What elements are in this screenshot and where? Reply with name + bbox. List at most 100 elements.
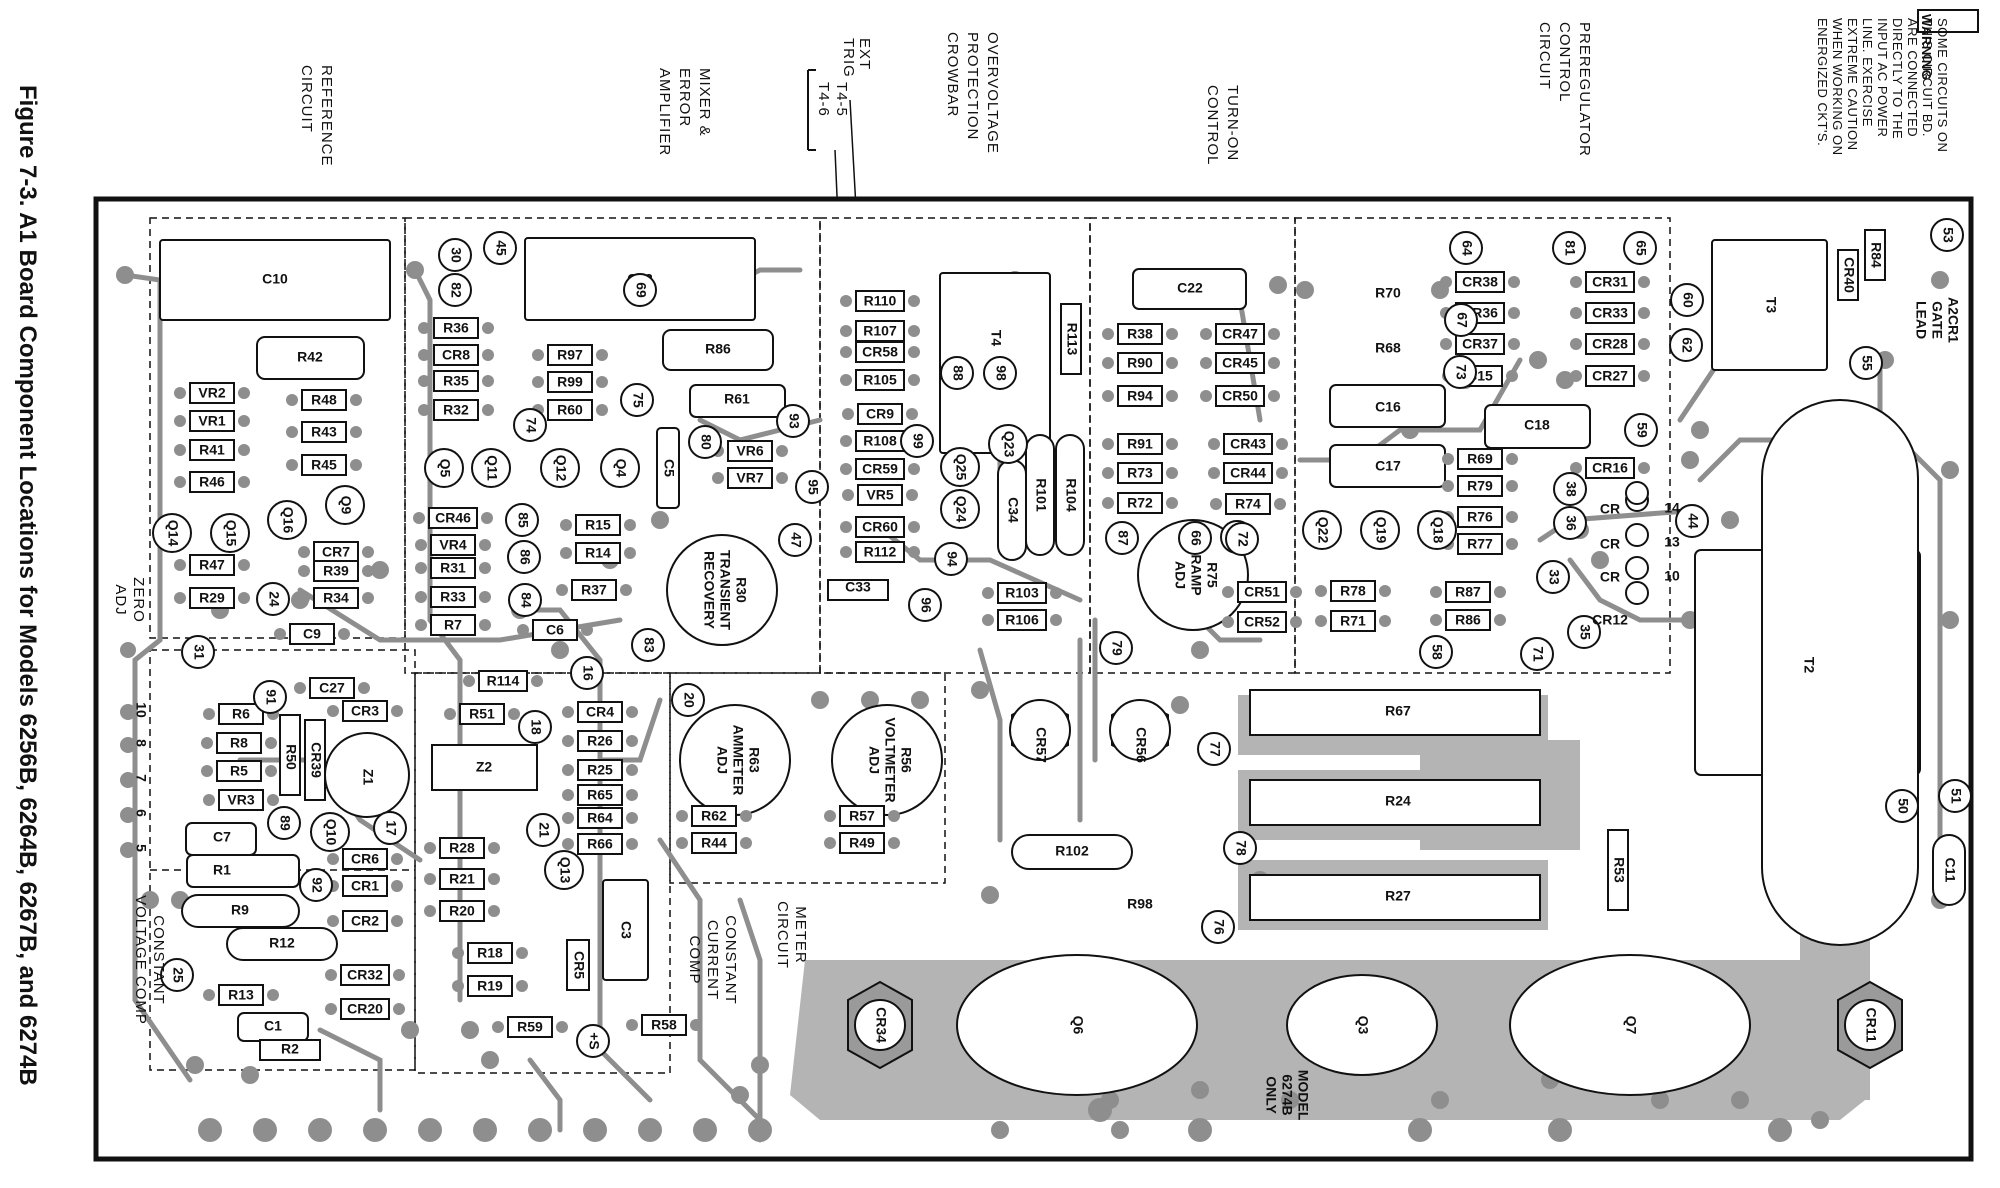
- section-boxes: [149, 217, 1671, 1074]
- part-label: VR3: [227, 792, 254, 808]
- component-z1: Z1: [360, 769, 376, 786]
- tp-number: 10: [133, 702, 149, 718]
- test-point-number: 89: [277, 815, 293, 831]
- overvoltage-line: OVERVOLTAGE: [984, 32, 1001, 154]
- component-c34: C34: [1005, 497, 1021, 523]
- cr-pin-number: 13: [1664, 534, 1680, 550]
- test-point-79: 79: [1099, 631, 1133, 665]
- transistor-q9: Q9: [325, 485, 365, 525]
- component-t4: T4: [988, 330, 1004, 347]
- part-label: CR43: [1230, 436, 1266, 452]
- pad: [1281, 1091, 1299, 1109]
- part-label: CR8: [442, 347, 470, 363]
- turnon-line: TURN-ON: [1224, 85, 1241, 161]
- tp-number: 7: [133, 774, 149, 782]
- part-cr38: CR38: [1440, 271, 1520, 293]
- model-note: 6274B: [1279, 1074, 1295, 1115]
- part-label: R87: [1455, 584, 1481, 600]
- pot-r63: AMMETER: [730, 725, 746, 796]
- part-vr6: VR6: [712, 440, 788, 462]
- part-vr1: VR1: [174, 410, 250, 432]
- component-r102: R102: [1055, 843, 1089, 859]
- test-point-number: 83: [641, 637, 657, 653]
- test-point-81: 81: [1552, 231, 1586, 265]
- pad: [1171, 696, 1189, 714]
- part-label: R78: [1340, 583, 1366, 599]
- test-point-98: 98: [983, 356, 1017, 390]
- part-label: CR16: [1592, 460, 1628, 476]
- part-r110: R110: [840, 290, 920, 312]
- figure-caption: Figure 7-3. A1 Board Component Locations…: [14, 85, 41, 1086]
- part-label: R32: [443, 402, 469, 418]
- mixer-line: AMPLIFIER: [656, 68, 673, 156]
- part-r106: R106: [982, 609, 1062, 631]
- part-label: R14: [585, 545, 611, 561]
- big-pad: [638, 1118, 662, 1142]
- part-r20: R20: [424, 900, 500, 922]
- part-label: R94: [1127, 388, 1153, 404]
- tp-pad: [120, 737, 136, 753]
- test-point-number: 65: [1633, 240, 1649, 256]
- transistor-label: Q25: [953, 454, 969, 481]
- part-label: CR46: [435, 510, 471, 526]
- component-c18: C18: [1524, 417, 1550, 433]
- test-point-16: 16: [570, 656, 604, 690]
- test-point-number: 77: [1207, 741, 1223, 757]
- part-r18: R18: [452, 942, 528, 964]
- pad: [1681, 451, 1699, 469]
- test-point-89: 89: [267, 806, 301, 840]
- transistor-label: Q15: [223, 520, 239, 547]
- pot-r75: ADJ: [1172, 561, 1188, 589]
- part-label: R108: [863, 433, 897, 449]
- bottom-pads: [198, 1098, 1792, 1142]
- test-point-73: 73: [1443, 355, 1477, 389]
- part-label: R74: [1235, 496, 1261, 512]
- part-cr47: CR47: [1200, 323, 1280, 345]
- part-cr2: CR2: [327, 910, 403, 932]
- part-label: R69: [1467, 451, 1493, 467]
- test-point-number: 88: [950, 365, 966, 381]
- test-point-45: 45: [483, 231, 517, 265]
- cv-comp-label: CONSTANT: [150, 915, 167, 1004]
- part-label: R66: [587, 836, 613, 852]
- part-label: R60: [557, 402, 583, 418]
- pad: [186, 1056, 204, 1074]
- test-point-20: 20: [671, 683, 705, 717]
- part-cr28: CR28: [1570, 333, 1650, 355]
- test-point-84: 84: [508, 583, 542, 617]
- cc-comp-label: CONSTANT: [722, 915, 739, 1004]
- pot-r30: TRANSIENT: [717, 550, 733, 631]
- component-r61: R61: [724, 391, 750, 407]
- test-point-number: 80: [698, 434, 714, 450]
- part-label: R64: [587, 810, 613, 826]
- test-point-number: 38: [1563, 481, 1579, 497]
- part-cr4: CR4: [562, 701, 638, 723]
- pot-r75: RAMP: [1188, 554, 1204, 595]
- part-r99: R99: [532, 371, 608, 393]
- big-pad: [528, 1118, 552, 1142]
- part-label: VR1: [198, 413, 225, 429]
- test-point-number: 79: [1109, 640, 1125, 656]
- preregulator-line: CIRCUIT: [1536, 22, 1553, 90]
- transistor-q10: Q10: [310, 812, 350, 852]
- test-point-64: 64: [1449, 231, 1483, 265]
- transistor-label: Q10: [323, 819, 339, 846]
- part-cr33: CR33: [1570, 302, 1650, 324]
- test-point-51: 51: [1938, 779, 1972, 813]
- part-r49: R49: [824, 832, 900, 854]
- test-point-76: 76: [1201, 910, 1235, 944]
- part-r51: R51: [444, 703, 520, 725]
- test-point-21: 21: [526, 813, 560, 847]
- test-point-number: 74: [523, 417, 539, 433]
- test-point-number: 36: [1563, 515, 1579, 531]
- part-vr2: VR2: [174, 382, 250, 404]
- transistor-label: Q23: [1001, 431, 1017, 458]
- part-label: R97: [557, 347, 583, 363]
- transistor-q16: Q16: [267, 500, 307, 540]
- pot-r56: VOLTMETER: [882, 717, 898, 802]
